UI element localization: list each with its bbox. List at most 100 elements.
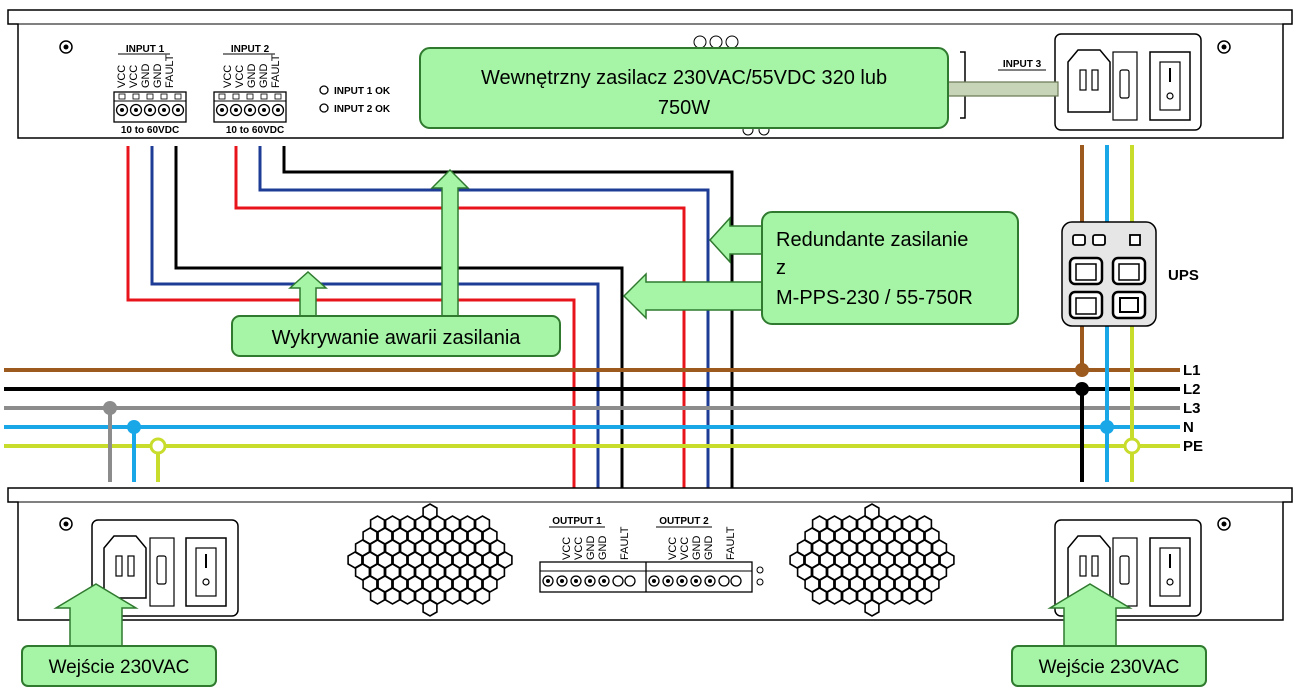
callout-input-right-text: Wejście 230VAC [1039, 657, 1180, 678]
bottom-unit: OUTPUT 1 OUTPUT 2 VCC VCC GND GND FAULT … [7, 487, 1293, 621]
callout-redundant-line2: z [776, 257, 786, 279]
callout-psu-line2: 750W [658, 97, 710, 119]
dc-wire [126, 146, 576, 505]
terminal-screw-center [176, 108, 180, 112]
terminal-slot [246, 93, 254, 100]
top-iec-inlet [1054, 33, 1202, 131]
bus-label: L2 [1183, 381, 1201, 398]
fan-hole [444, 587, 461, 605]
terminal-screw-center [134, 108, 138, 112]
pin-label: FAULT [619, 526, 631, 560]
terminal-slot [160, 93, 168, 100]
fan-hole [369, 587, 386, 605]
terminal-screw-center [666, 579, 670, 583]
top-unit: INPUT 1 VCC VCC GND GND FAULT 10 to 60VD… [7, 9, 1293, 139]
fan-hole [886, 587, 903, 605]
ups-label: UPS [1168, 267, 1199, 284]
callout-failure-text: Wykrywanie awarii zasilania [272, 327, 522, 349]
junction-dot [1075, 363, 1089, 377]
input1-voltage: 10 to 60VDC [121, 125, 179, 136]
fan-grille-right [789, 503, 955, 617]
fan-hole [474, 587, 491, 605]
bus-label: L1 [1183, 362, 1201, 379]
callout-redundant-line3: M-PPS-230 / 55-750R [776, 287, 973, 309]
arrow-to-right-inlet [1047, 583, 1133, 649]
terminal-slot [260, 93, 268, 100]
pin-label: VCC [116, 65, 128, 88]
fan-hole [459, 587, 476, 605]
pin-label: GND [597, 536, 609, 561]
input2-pin-labels: VCC VCC GND GND FAULT [222, 54, 282, 88]
dc-wire [174, 146, 624, 505]
bus-label: PE [1183, 438, 1203, 455]
dc-wire [150, 146, 600, 505]
pin-label: GND [246, 64, 258, 89]
input2-voltage: 10 to 60VDC [226, 125, 284, 136]
terminal-screw-center [546, 579, 550, 583]
ups-unit: UPS [1061, 145, 1199, 327]
terminal-slot [132, 93, 140, 100]
junction-dot [103, 401, 117, 415]
terminal-screw-center [262, 108, 266, 112]
fan-hole [811, 587, 828, 605]
callout-input-left-text: Wejście 230VAC [49, 657, 190, 678]
dc-wire [282, 146, 734, 505]
input2-terminal-block [213, 91, 287, 123]
callout-redundant-line1: Redundante zasilanie [776, 229, 968, 251]
junction-dot [127, 420, 141, 434]
callout-psu-line1: Wewnętrzny zasilacz 230VAC/55VDC 320 lub [481, 67, 887, 89]
terminal-slot [274, 93, 282, 100]
pin-label: GND [258, 64, 270, 89]
arrow-left-upper [708, 216, 767, 264]
pin-label: GND [140, 64, 152, 89]
terminal-screw-center [560, 579, 564, 583]
pin-label: GND [585, 536, 597, 561]
terminal-screw-center [248, 108, 252, 112]
arrow-left-lower [622, 272, 767, 320]
input1-terminal-block [113, 91, 187, 123]
led-indicator [319, 85, 329, 95]
terminal-slot [146, 93, 154, 100]
terminal-screw-center [162, 108, 166, 112]
terminal-slot [218, 93, 226, 100]
pin-label: FAULT [725, 526, 737, 560]
callout-failure-detection: Wykrywanie awarii zasilania [231, 315, 561, 357]
input1-pin-labels: VCC VCC GND GND FAULT [116, 54, 176, 88]
fan-hole [901, 587, 918, 605]
junction-dot [1075, 382, 1089, 396]
fan-hole [916, 587, 933, 605]
fan-grille-left [347, 503, 513, 617]
ups-outlet-icon [1111, 290, 1147, 320]
terminal-screw-center [276, 108, 280, 112]
pin-label: VCC [679, 537, 691, 560]
input2-header: INPUT 2 [231, 44, 270, 55]
fan-hole [399, 587, 416, 605]
terminal-screw-icon [718, 575, 730, 587]
led-input2-label: INPUT 2 OK [334, 104, 391, 115]
pin-label: GND [703, 536, 715, 561]
callout-redundant: Redundante zasilanie z M-PPS-230 / 55-75… [761, 211, 1019, 325]
input3-header: INPUT 3 [1003, 59, 1042, 70]
pin-label: VCC [667, 537, 679, 560]
terminal-screw-center [574, 579, 578, 583]
output-terminal-block [539, 561, 764, 593]
pin-label: VCC [222, 65, 234, 88]
fan-hole [826, 587, 843, 605]
arrow-up-right [430, 168, 470, 323]
arrow-up-left [288, 270, 328, 323]
terminal-screw-icon [624, 575, 636, 587]
terminal-screw-center [680, 579, 684, 583]
junction-dot [1100, 420, 1114, 434]
terminal-screw-center [220, 108, 224, 112]
pin-label: VCC [573, 537, 585, 560]
fan-hole [841, 587, 858, 605]
pin-label: VCC [234, 65, 246, 88]
dc-wire [234, 146, 686, 505]
pin-label: VCC [128, 65, 140, 88]
output1-pin-labels: VCC VCC GND GND FAULT [561, 526, 631, 560]
ups-outlet-icon [1068, 256, 1104, 286]
terminal-slot [174, 93, 182, 100]
